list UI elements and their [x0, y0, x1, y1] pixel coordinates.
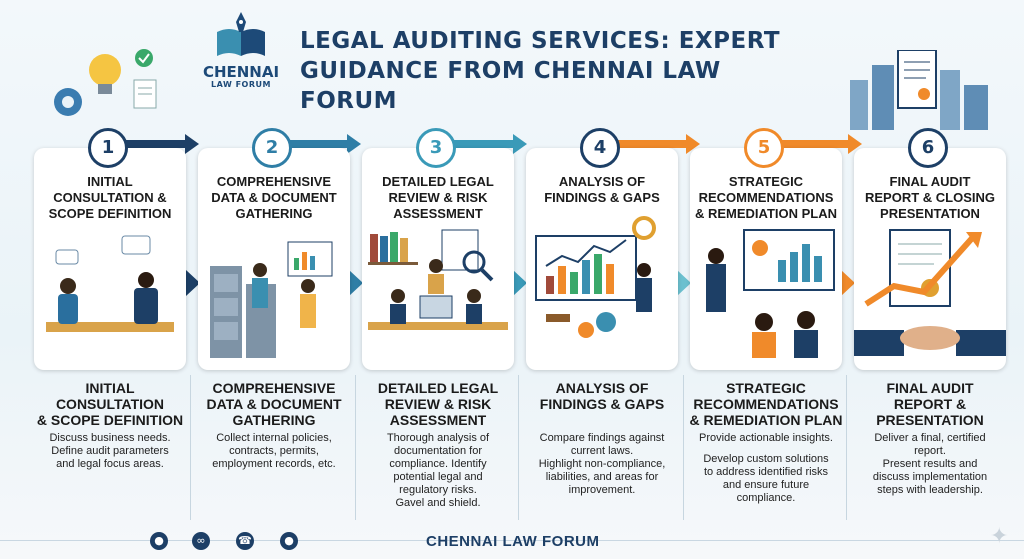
step-4-card-title: ANALYSIS OF FINDINGS & GAPS [544, 174, 660, 205]
step-3-card: DETAILED LEGAL REVIEW & RISK ASSESSMENT [362, 148, 514, 370]
legal-review-illustration [368, 229, 508, 330]
step-6-number: 6 [908, 128, 948, 168]
logo-name: CHENNAI [202, 63, 280, 81]
book-pen-icon [211, 10, 271, 62]
step-2-card-title: COMPREHENSIVE DATA & DOCUMENT GATHERING [211, 174, 337, 221]
step-3-number: 3 [416, 128, 456, 168]
step-4-title: ANALYSIS OF FINDINGS & GAPS [539, 380, 665, 412]
step-1-card: INITIAL CONSULTATION & SCOPE DEFINITION [34, 148, 186, 370]
sparkle-icon: ✦ [990, 524, 1009, 549]
title-line-1: LEGAL AUDITING SERVICES: EXPERT [300, 28, 781, 54]
step-5-title: STRATEGIC RECOMMENDATIONS & REMEDIATION … [689, 380, 843, 428]
step-5-number: 5 [744, 128, 784, 168]
step-2-title: COMPREHENSIVE DATA & DOCUMENT GATHERING [206, 380, 342, 428]
title-line-2: GUIDANCE FROM CHENNAI LAW FORUM [300, 58, 721, 114]
chevron-right-icon [677, 270, 691, 296]
link-icon[interactable]: ∞ [192, 532, 210, 550]
step-5-description: Provide actionable insights. Develop cus… [686, 432, 846, 505]
footer-brand: CHENNAI LAW FORUM [426, 533, 600, 550]
step-2-number: 2 [252, 128, 292, 168]
step-4-number: 4 [580, 128, 620, 168]
column-divider [355, 375, 356, 520]
logo: CHENNAI LAW FORUM [196, 10, 286, 110]
step-1-title: INITIAL CONSULTATION & SCOPE DEFINITION [36, 380, 184, 428]
column-divider [518, 375, 519, 520]
flow-arrow-head-3 [513, 134, 527, 154]
step-6-card: FINAL AUDIT REPORT & CLOSING PRESENTATIO… [854, 148, 1006, 370]
flow-arrow-2 [287, 140, 347, 148]
globe-icon[interactable]: ● [150, 532, 168, 550]
chevron-right-icon [349, 270, 363, 296]
filing-cabinet-illustration [210, 241, 333, 358]
lightbulb-gear-decoration [40, 40, 160, 130]
step-6-description: Deliver a final, certified report. Prese… [872, 432, 988, 496]
step-3-description: Thorough analysis of documentation for c… [386, 432, 490, 509]
logo-subtitle: LAW FORUM [211, 80, 271, 89]
flow-arrow-head-2 [347, 134, 361, 154]
city-document-decoration [840, 49, 1000, 130]
step-6-title: FINAL AUDIT REPORT & PRESENTATION [876, 380, 984, 428]
column-divider [846, 375, 847, 520]
phone-icon[interactable]: ☎ [236, 532, 254, 550]
spacer [686, 445, 846, 453]
step-2-description: Collect internal policies, contracts, pe… [212, 432, 336, 470]
flow-arrow-5 [782, 140, 848, 148]
column-divider [190, 375, 191, 520]
flow-arrow-1 [105, 140, 185, 148]
step-3-card-title: DETAILED LEGAL REVIEW & RISK ASSESSMENT [382, 174, 494, 221]
location-icon[interactable]: ● [280, 532, 298, 550]
step-6-card-title: FINAL AUDIT REPORT & CLOSING PRESENTATIO… [864, 174, 995, 221]
handshake-illustration [854, 229, 1006, 356]
step-1-card-title: INITIAL CONSULTATION & SCOPE DEFINITION [48, 174, 172, 221]
column-divider [683, 375, 684, 520]
analysis-chart-illustration [535, 216, 656, 338]
step-5-card-title: STRATEGIC RECOMMENDATIONS & REMEDIATION … [694, 174, 838, 221]
step-1-description: Discuss business needs. Define audit par… [49, 432, 171, 470]
step-3-title: DETAILED LEGAL REVIEW & RISK ASSESSMENT [377, 380, 499, 428]
page-title: LEGAL AUDITING SERVICES: EXPERT GUIDANCE… [300, 26, 820, 116]
chevron-right-icon [513, 270, 527, 296]
meeting-illustration [46, 235, 174, 332]
flow-arrow-4 [616, 140, 686, 148]
flow-arrow-3 [453, 140, 513, 148]
step-4-card: ANALYSIS OF FINDINGS & GAPS [526, 148, 678, 370]
step-1-number: 1 [88, 128, 128, 168]
flow-arrow-head-1 [185, 134, 199, 154]
step-4-description: Compare findings against current laws. H… [538, 432, 666, 496]
step-2-card: COMPREHENSIVE DATA & DOCUMENT GATHERING [198, 148, 350, 370]
chevron-right-icon [186, 270, 200, 296]
presentation-illustration [706, 229, 835, 358]
chevron-right-icon [841, 270, 855, 296]
step-5-card: STRATEGIC RECOMMENDATIONS & REMEDIATION … [690, 148, 842, 370]
footer-divider [0, 540, 1024, 541]
